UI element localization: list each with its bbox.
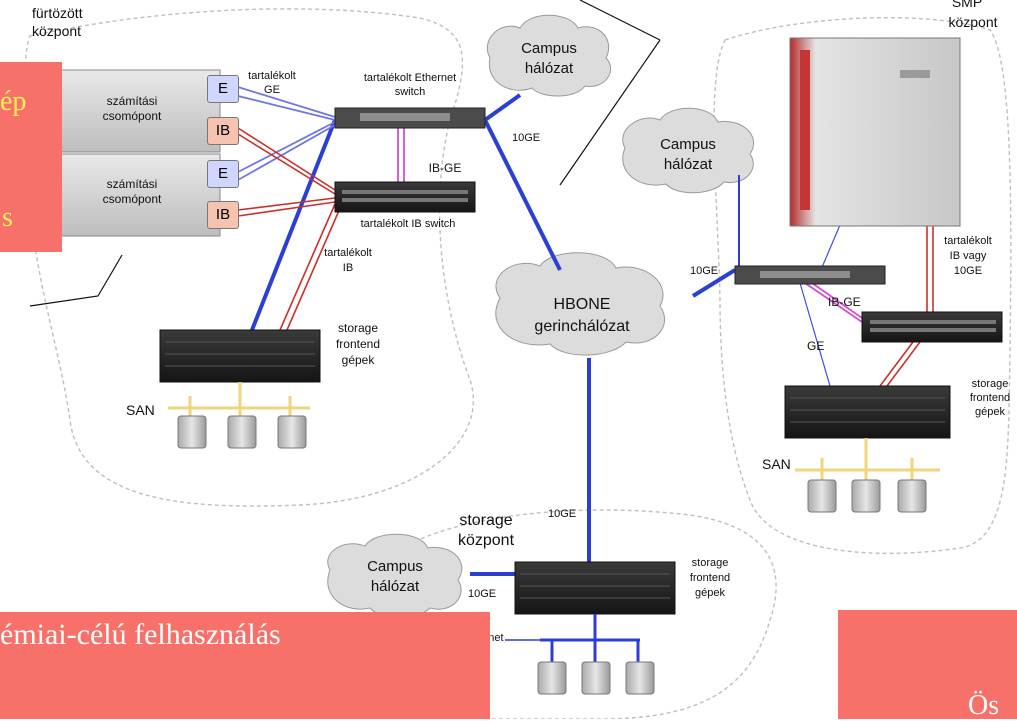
overlay-left-text-2: s: [2, 202, 13, 233]
campus-bottom-2: hálózat: [370, 578, 420, 595]
storage-frontend-bottom: [514, 561, 676, 615]
storage-fe-right-3: gépek: [975, 406, 1005, 418]
node1-e-port: E: [207, 75, 239, 103]
san-disks-right: [807, 479, 927, 513]
storage-fe-bottom-2: frontend: [689, 572, 731, 584]
ib-switch-right: [861, 311, 1003, 343]
smp-server: [789, 37, 961, 227]
redundant-ib-label-1: tartalékolt: [324, 247, 372, 259]
node2-ib-port: IB: [207, 201, 239, 229]
campus-bottom-1: Campus: [367, 558, 423, 575]
san-disks-left: [177, 415, 307, 449]
redundant-ge-label-2: GE: [264, 84, 280, 96]
storage-center-title-1: storage: [459, 512, 513, 529]
ethernet-switch-right: [734, 265, 886, 285]
ethernet-switch-left: [334, 107, 486, 129]
node2-e-port: E: [207, 160, 239, 188]
cluster-boundary-left: [24, 8, 475, 507]
cluster-title-1: fürtözött: [32, 5, 83, 21]
campus-top-2: hálózat: [524, 60, 574, 77]
storage-fe-bottom-1: storage: [691, 557, 729, 569]
smp-title-1: SMP: [951, 0, 983, 10]
campus-cloud-bottom: [327, 533, 463, 618]
hbone-label-1: HBONE: [553, 296, 611, 313]
overlay-bottom-box: [0, 612, 490, 719]
storage-center-title-2: központ: [457, 532, 515, 549]
storage-frontend-right: [784, 385, 951, 439]
cluster-boundary-right: [713, 16, 1012, 554]
hbone-label-2: gerinchálózat: [534, 318, 630, 335]
link-10ge-right: 10GE: [690, 265, 719, 277]
storage-fe-right-1: storage: [971, 378, 1009, 390]
cluster-title-2: központ: [32, 23, 82, 39]
redundant-ge-label-1: tartalékolt: [248, 70, 296, 82]
storage-frontend-left: [159, 329, 321, 383]
node1-label-1: számítási: [106, 94, 158, 108]
storage-fe-left-3: gépek: [341, 353, 375, 367]
node1-label-2: csomópont: [102, 109, 162, 123]
ib-ge-label-right: IB-GE: [828, 295, 861, 309]
smp-ib-label-1: tartalékolt: [944, 235, 992, 247]
node2-label-2: csomópont: [102, 192, 162, 206]
ib-ge-label-left: IB-GE: [428, 161, 462, 175]
overlay-right-text: Ös: [968, 690, 1000, 721]
campus-right-1: Campus: [660, 136, 716, 153]
ib-switch-label: tartalékolt IB switch: [360, 218, 456, 230]
storage-fe-left-2: frontend: [335, 337, 381, 351]
overlay-left-text-1: ép: [0, 86, 27, 117]
smp-ib-label-2: IB vagy: [949, 250, 987, 262]
campus-cloud-right: [622, 107, 755, 194]
hbone-cloud: [495, 252, 666, 356]
cluster-boundary-bottom: [383, 509, 777, 719]
redundant-ib-label-2: IB: [342, 262, 354, 274]
compute-node-2: [44, 153, 221, 237]
smp-title-2: központ: [948, 14, 998, 30]
campus-right-2: hálózat: [663, 156, 713, 173]
san-disks-bottom: [537, 661, 655, 695]
overlay-left-box: [0, 62, 62, 252]
storage-fe-bottom-3: gépek: [695, 587, 725, 599]
smp-ib-label-3: 10GE: [953, 265, 983, 277]
eth-switch-label-2: switch: [394, 86, 426, 98]
eth-switch-label-1: tartalékolt Ethernet: [363, 72, 457, 84]
campus-top-1: Campus: [521, 40, 577, 57]
san-label-left: SAN: [126, 402, 155, 418]
ge-label-right: GE: [807, 339, 825, 353]
link-10ge-bottom: 10GE: [548, 508, 577, 520]
storage-fe-right-2: frontend: [969, 392, 1011, 404]
campus-cloud-top: [486, 14, 612, 97]
storage-fe-left-1: storage: [337, 321, 379, 335]
link-10ge-campus: 10GE: [468, 588, 497, 600]
node1-ib-port: IB: [207, 117, 239, 145]
san-label-right: SAN: [762, 456, 791, 472]
link-10ge-top: 10GE: [512, 132, 541, 144]
compute-node-1: [44, 69, 221, 153]
overlay-bottom-text: émiai-célú felhasználás: [0, 618, 281, 651]
node2-label-1: számítási: [106, 177, 158, 191]
overlay-right-box: [838, 610, 1017, 719]
ib-switch-left: [334, 181, 476, 213]
